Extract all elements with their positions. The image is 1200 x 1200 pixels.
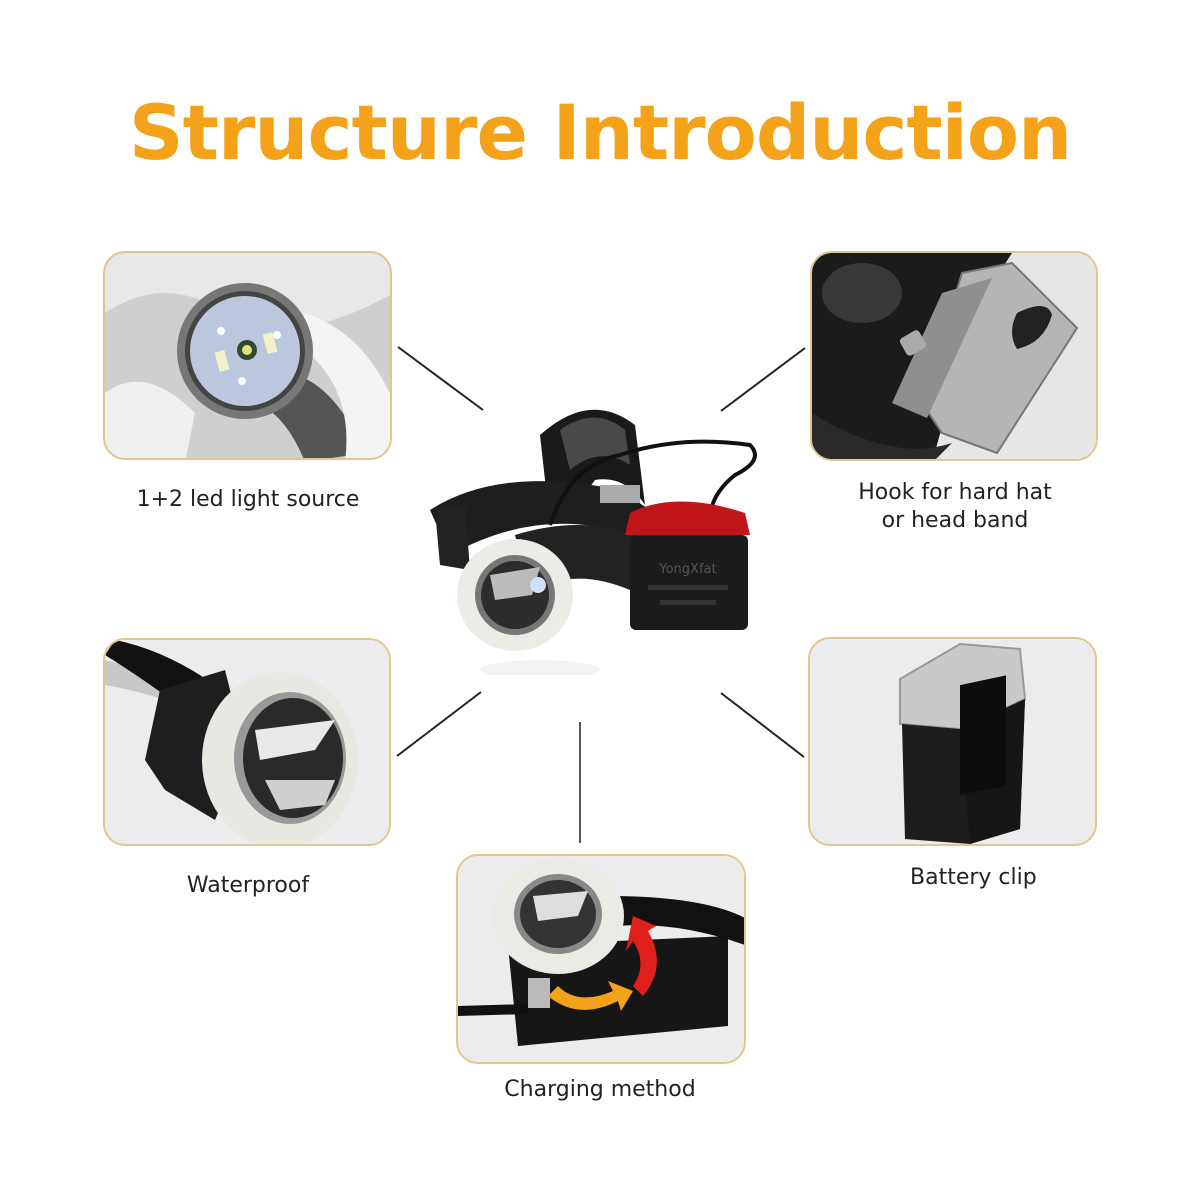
feature-card-battery bbox=[808, 637, 1097, 846]
rotate-arrow-red bbox=[626, 916, 657, 996]
feature-label-hook: Hook for hard hat or head band bbox=[800, 479, 1110, 535]
battery-image bbox=[810, 639, 1095, 844]
rotate-arrow-orange bbox=[548, 981, 633, 1011]
hook-label-line1: Hook for hard hat bbox=[858, 480, 1052, 505]
feature-label-charging: Charging method bbox=[504, 1077, 696, 1102]
hook-image bbox=[812, 253, 1096, 459]
feature-label-battery: Battery clip bbox=[910, 865, 1037, 890]
charging-image bbox=[458, 856, 744, 1062]
led-chip-side-left bbox=[214, 350, 230, 372]
connector-led bbox=[397, 346, 484, 411]
connector-waterproof bbox=[396, 691, 482, 757]
battery-cap-red bbox=[625, 501, 750, 535]
battery-brand-text: YongXfat bbox=[658, 562, 716, 577]
connector-hook bbox=[720, 347, 806, 412]
page-title: Structure Introduction bbox=[128, 88, 1072, 177]
feature-card-hook bbox=[810, 251, 1098, 461]
power-cord bbox=[548, 439, 757, 526]
feature-label-waterproof: Waterproof bbox=[186, 873, 310, 898]
battery-clip-plate bbox=[960, 675, 1006, 796]
hook-label-line2: or head band bbox=[881, 508, 1029, 533]
headlamp-product-image: YongXfat bbox=[420, 395, 780, 675]
feature-label-led: 1+2 led light source bbox=[136, 487, 360, 512]
led-image bbox=[105, 253, 390, 458]
waterproof-image bbox=[105, 640, 389, 844]
feature-card-charging bbox=[456, 854, 746, 1064]
feature-card-led bbox=[103, 251, 392, 460]
headlamp-illustration: YongXfat bbox=[430, 409, 757, 675]
feature-card-waterproof bbox=[103, 638, 391, 846]
connector-battery bbox=[720, 692, 805, 758]
battery-box bbox=[630, 535, 748, 630]
